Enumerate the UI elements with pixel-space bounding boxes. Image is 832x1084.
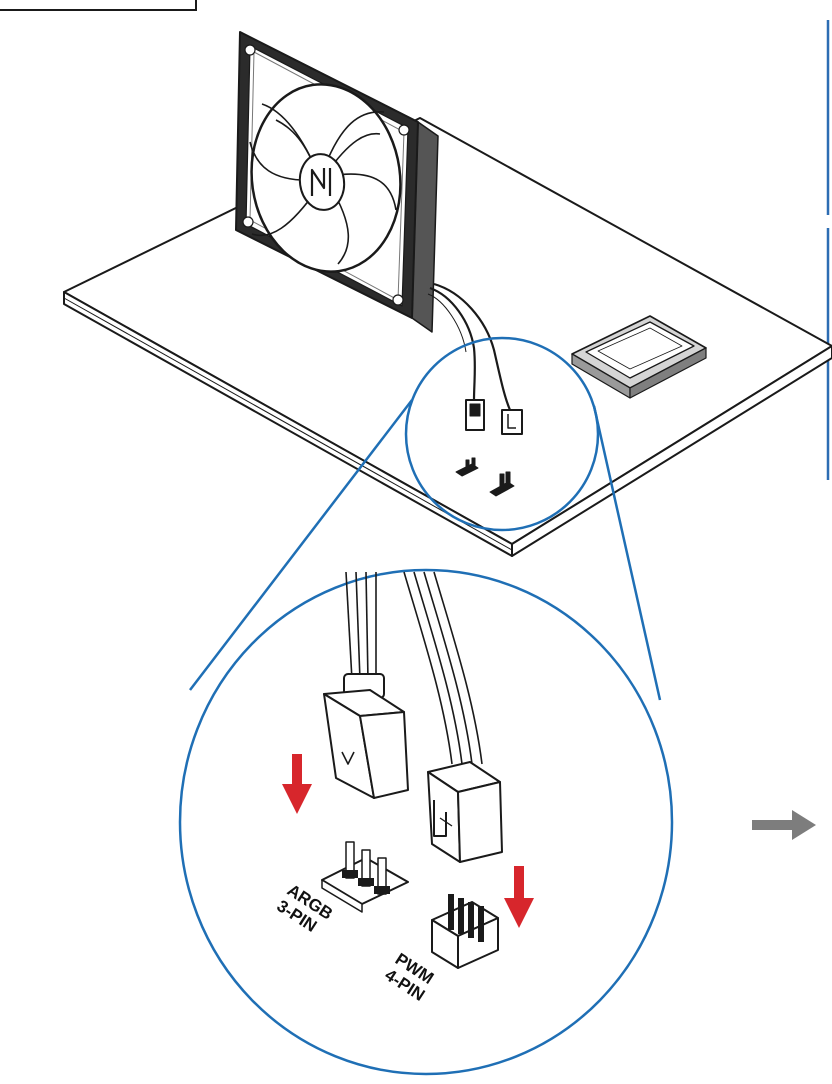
pwm-plug bbox=[427, 761, 503, 863]
zoom-indicator bbox=[178, 336, 674, 1076]
zoom-line-right bbox=[592, 405, 662, 701]
down-arrow-icon bbox=[504, 866, 534, 928]
fan-logo-icon bbox=[310, 168, 332, 196]
motherboard bbox=[63, 117, 832, 557]
down-arrow-icon bbox=[282, 754, 312, 814]
pwm-header bbox=[431, 894, 499, 969]
right-arrow-icon bbox=[752, 810, 816, 840]
enlarged-cables bbox=[345, 571, 483, 765]
zoom-line-left bbox=[189, 399, 413, 691]
pwm-header-label: PWM 4-PIN bbox=[381, 949, 437, 1005]
fan bbox=[235, 31, 439, 333]
caption-box-fragment bbox=[0, 0, 197, 11]
zoom-circle-small bbox=[404, 336, 600, 532]
zoom-circle-large bbox=[178, 568, 674, 1076]
small-connector-detail bbox=[455, 399, 523, 497]
argb-header bbox=[321, 841, 409, 913]
argb-plug bbox=[323, 673, 409, 799]
cpu-chip bbox=[571, 315, 707, 399]
